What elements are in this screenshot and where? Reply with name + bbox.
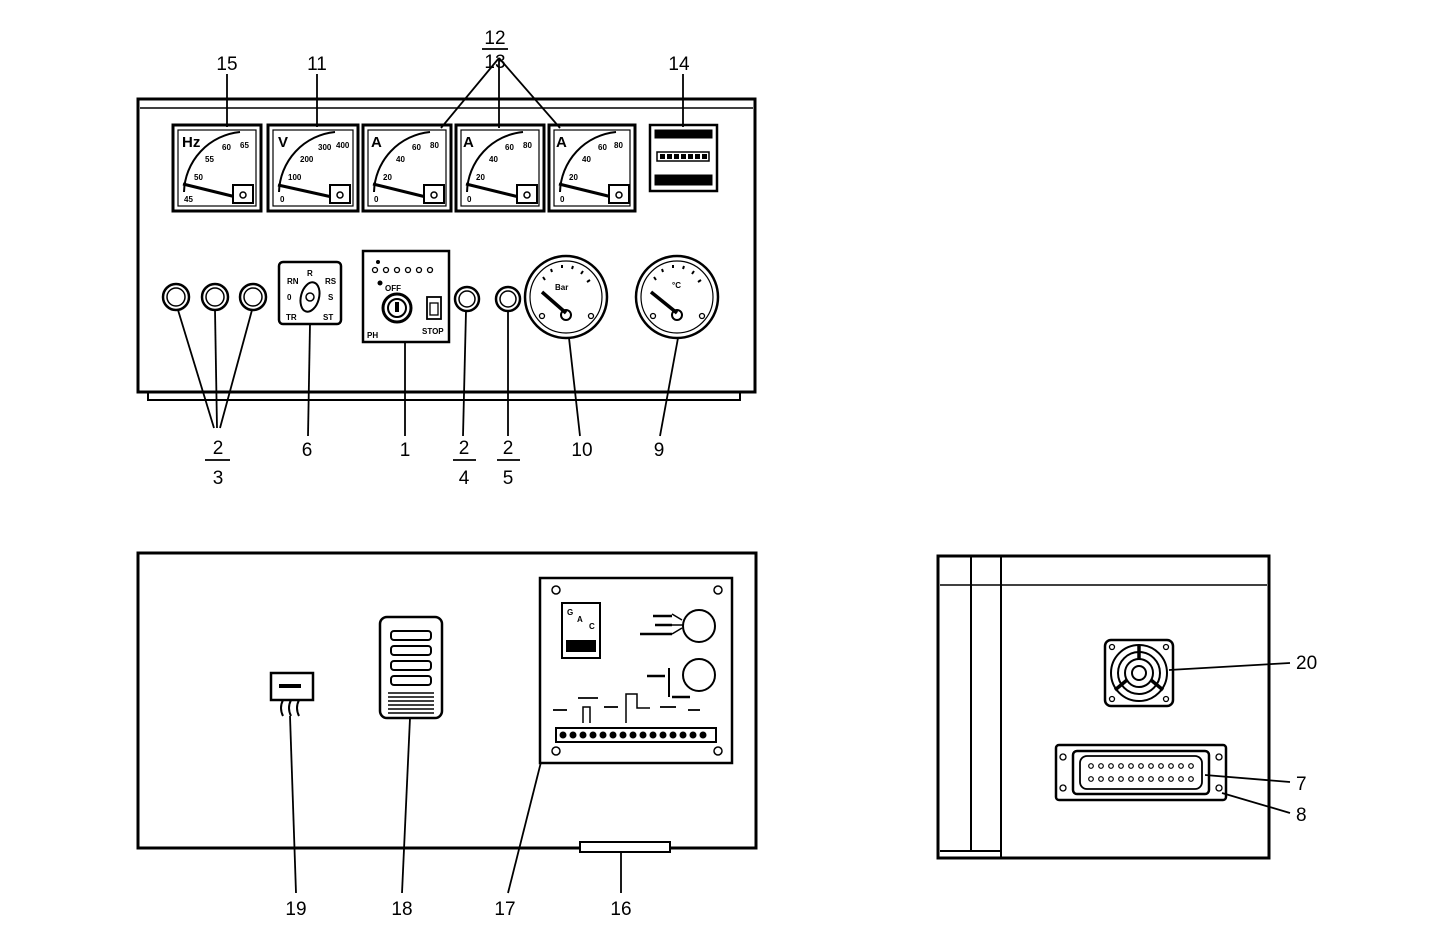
key-stop-label: STOP xyxy=(422,327,444,336)
callout-2-group-b: 2 xyxy=(459,438,470,459)
callout-8: 8 xyxy=(1296,805,1307,826)
relay-component xyxy=(269,671,315,717)
callout-2-group-a: 2 xyxy=(213,438,224,459)
svg-text:65: 65 xyxy=(240,141,249,150)
svg-text:100: 100 xyxy=(288,173,302,182)
multi-pin-connector xyxy=(1054,743,1228,802)
side-leader-lines xyxy=(1168,662,1291,814)
front-leader-lines xyxy=(177,48,684,461)
meter-unit-v: V xyxy=(278,134,288,151)
svg-text:60: 60 xyxy=(598,143,607,152)
svg-text:S: S xyxy=(328,293,334,302)
svg-text:C: C xyxy=(589,622,595,631)
front-panel xyxy=(136,97,757,401)
meter-unit-hz: Hz xyxy=(182,134,200,151)
callout-18: 18 xyxy=(391,899,412,920)
callout-7: 7 xyxy=(1296,774,1307,795)
hour-counter xyxy=(648,123,719,193)
svg-text:20: 20 xyxy=(383,173,392,182)
rear-leader-lines xyxy=(289,715,622,894)
svg-text:R: R xyxy=(307,269,313,278)
callout-20: 20 xyxy=(1296,653,1317,674)
svg-text:80: 80 xyxy=(430,141,439,150)
callout-4: 4 xyxy=(459,468,470,489)
meter-amps-2: A 0 20 40 60 80 xyxy=(454,123,546,213)
svg-text:300: 300 xyxy=(318,143,332,152)
svg-text:55: 55 xyxy=(205,155,214,164)
svg-text:0: 0 xyxy=(287,293,292,302)
svg-text:0: 0 xyxy=(374,195,379,204)
meter-hz: Hz 45 50 55 60 65 xyxy=(171,123,263,213)
svg-text:40: 40 xyxy=(396,155,405,164)
svg-text:60: 60 xyxy=(222,143,231,152)
svg-text:200: 200 xyxy=(300,155,314,164)
callout-14: 14 xyxy=(668,54,690,75)
svg-text:45: 45 xyxy=(184,195,193,204)
callout-1: 1 xyxy=(400,440,411,461)
svg-text:20: 20 xyxy=(569,173,578,182)
callout-5: 5 xyxy=(503,468,514,489)
oil-pressure-gauge: Bar xyxy=(523,254,609,340)
front-callouts: 15 11 12 13 14 2 3 6 1 2 4 2 5 10 9 xyxy=(213,28,690,489)
hour-counter-digits xyxy=(660,154,707,159)
temp-unit-label: °C xyxy=(672,281,681,290)
svg-text:40: 40 xyxy=(582,155,591,164)
meter-unit-a3: A xyxy=(556,134,567,151)
svg-text:50: 50 xyxy=(194,173,203,182)
indicator-lamp-4 xyxy=(453,285,481,313)
svg-text:RS: RS xyxy=(325,277,337,286)
svg-text:RN: RN xyxy=(287,277,299,286)
callout-3: 3 xyxy=(213,468,224,489)
callout-16: 16 xyxy=(610,899,631,920)
cooling-fan xyxy=(1103,638,1175,708)
rear-callouts: 19 18 17 16 xyxy=(285,899,631,920)
svg-text:400: 400 xyxy=(336,141,350,150)
callout-19: 19 xyxy=(285,899,306,920)
svg-text:80: 80 xyxy=(523,141,532,150)
meter-unit-a1: A xyxy=(371,134,382,151)
key-off-label: OFF xyxy=(385,284,401,293)
side-panel xyxy=(936,554,1271,860)
temperature-gauge: °C xyxy=(634,254,720,340)
callout-9: 9 xyxy=(654,440,665,461)
oil-unit-label: Bar xyxy=(555,283,568,292)
svg-text:0: 0 xyxy=(467,195,472,204)
indicator-lamp-5 xyxy=(494,285,522,313)
meter-amps-3: A 0 20 40 60 80 xyxy=(547,123,637,213)
svg-text:0: 0 xyxy=(560,195,565,204)
callout-6: 6 xyxy=(302,440,313,461)
selector-switch: RN 0 RS R S TR ST xyxy=(277,260,343,326)
control-board: G A C xyxy=(538,576,734,765)
svg-text:80: 80 xyxy=(614,141,623,150)
svg-text:ST: ST xyxy=(323,313,333,322)
meter-volts: V 0 100 200 300 400 xyxy=(266,123,360,213)
callout-10: 10 xyxy=(571,440,592,461)
svg-text:60: 60 xyxy=(412,143,421,152)
side-callouts: 20 7 8 xyxy=(1296,653,1317,826)
svg-text:40: 40 xyxy=(489,155,498,164)
svg-text:20: 20 xyxy=(476,173,485,182)
callout-12: 12 xyxy=(484,28,505,49)
callout-13: 13 xyxy=(484,52,505,73)
meter-unit-a2: A xyxy=(463,134,474,151)
callout-2-group-c: 2 xyxy=(503,438,514,459)
rear-panel xyxy=(136,551,758,853)
callout-15: 15 xyxy=(216,54,237,75)
svg-text:A: A xyxy=(577,615,583,624)
fuse-block xyxy=(378,615,444,720)
indicator-lamp-group-3 xyxy=(161,282,268,312)
svg-text:60: 60 xyxy=(505,143,514,152)
svg-text:TR: TR xyxy=(286,313,297,322)
meter-amps-1: A 0 20 40 60 80 xyxy=(361,123,453,213)
svg-text:0: 0 xyxy=(280,195,285,204)
svg-text:G: G xyxy=(567,608,573,617)
callout-17: 17 xyxy=(494,899,515,920)
key-switch-module: OFF STOP PH xyxy=(361,249,451,344)
callout-11: 11 xyxy=(307,54,327,75)
key-on-label: PH xyxy=(367,331,378,340)
